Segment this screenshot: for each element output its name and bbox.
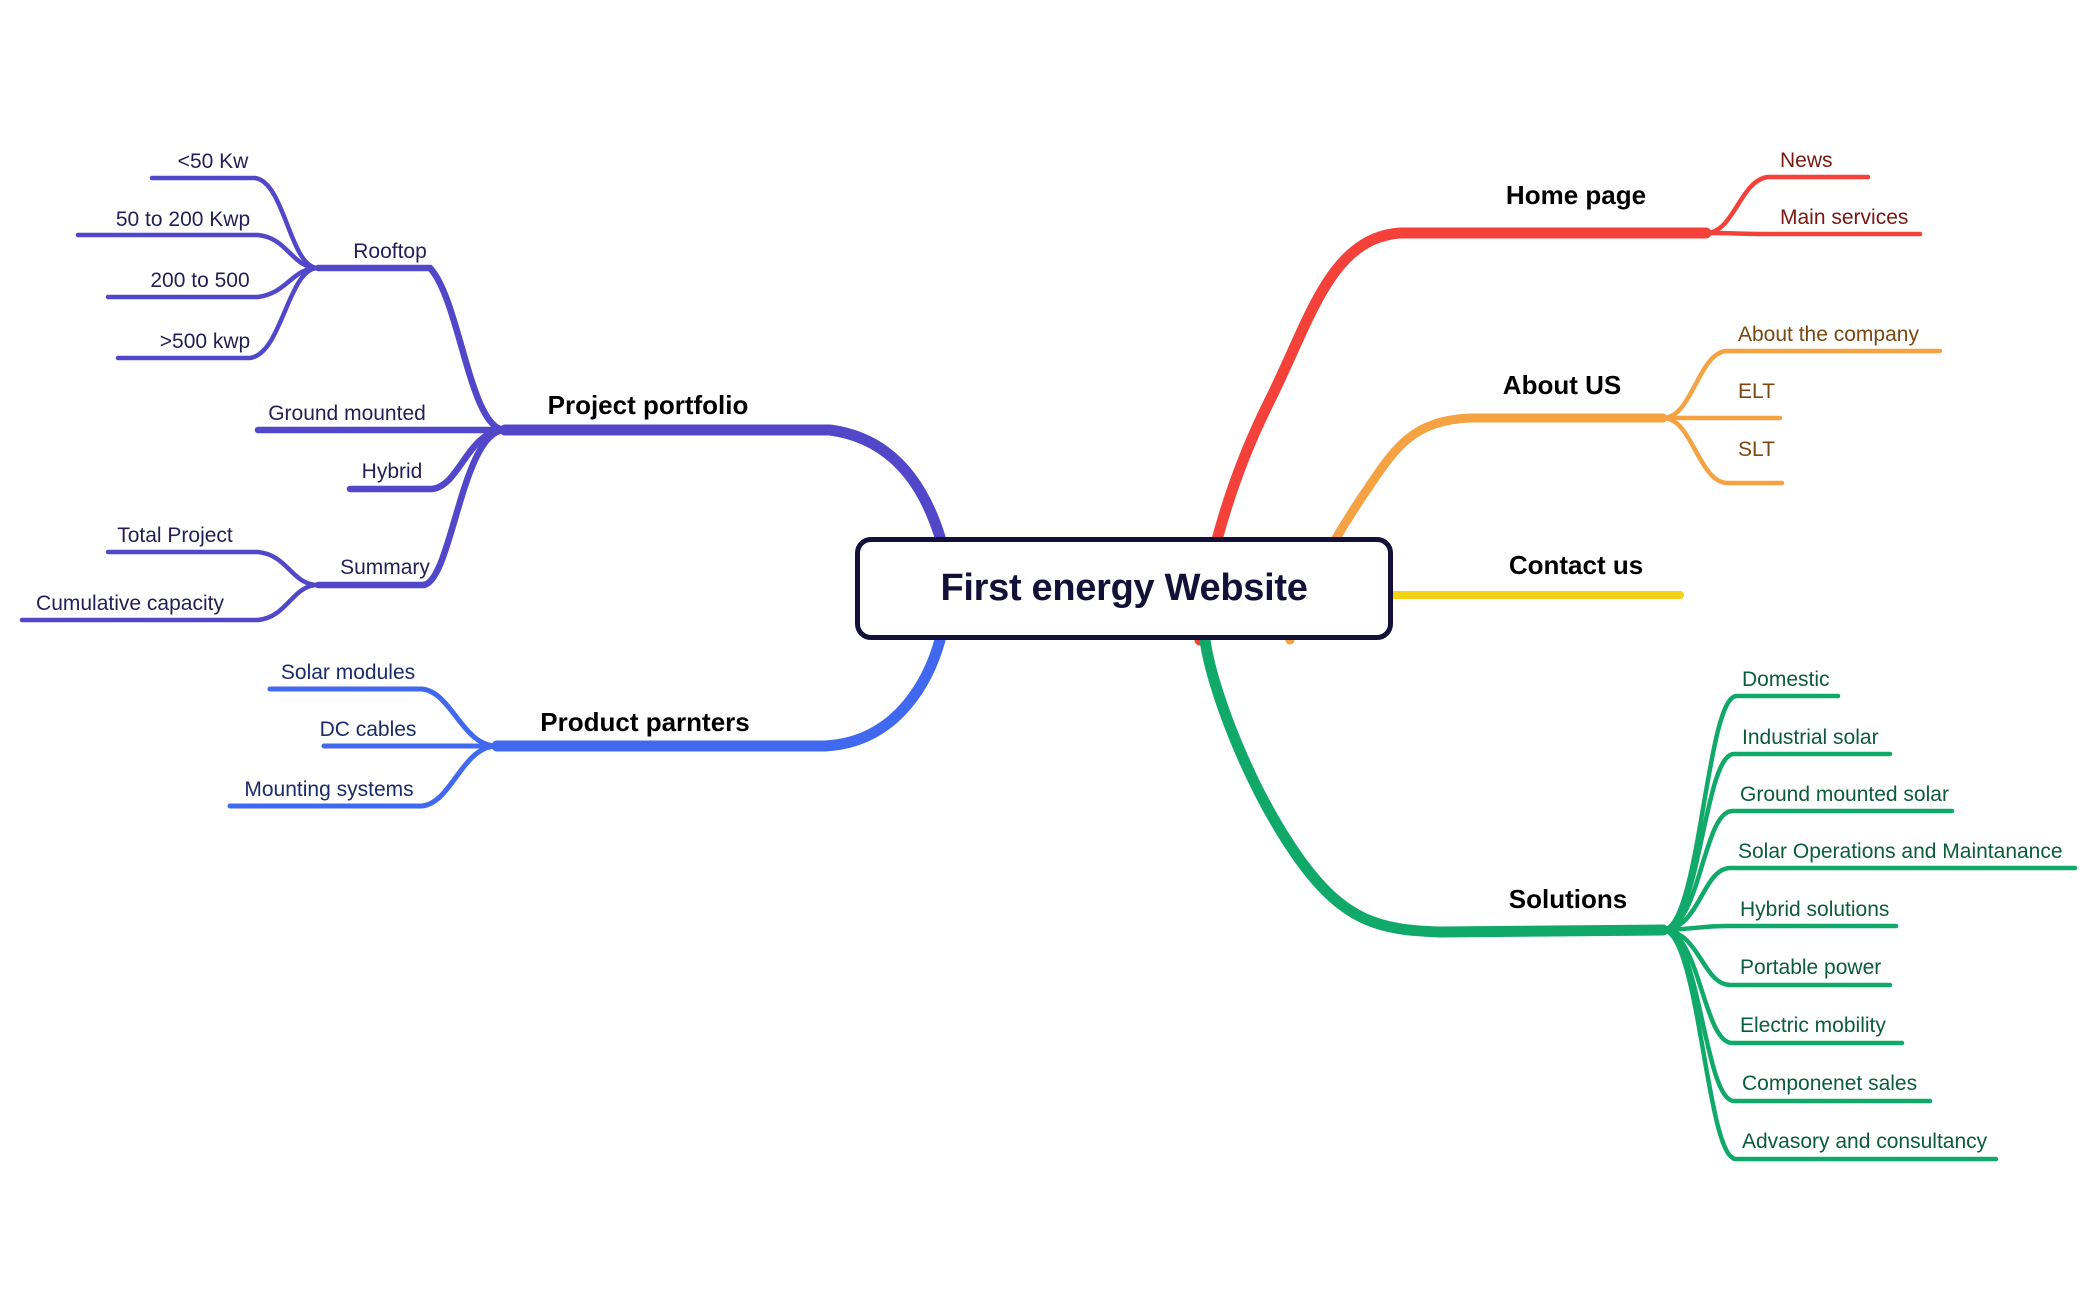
node-label-solar-operations[interactable]: Solar Operations and Maintanance: [1738, 840, 2063, 863]
node-label-summary[interactable]: Summary: [340, 556, 430, 579]
node-label-main-services[interactable]: Main services: [1780, 206, 1909, 229]
node-label-about-the-company[interactable]: About the company: [1738, 323, 1919, 346]
node-label-ground-mounted[interactable]: Ground mounted: [268, 402, 426, 425]
node-label-portable-power[interactable]: Portable power: [1740, 956, 1882, 979]
branch-wire-product-partners: [227, 634, 946, 809]
node-label-elt[interactable]: ELT: [1738, 380, 1775, 403]
node-label-advisory[interactable]: Advasory and consultancy: [1742, 1130, 1988, 1153]
branch-label-about-us[interactable]: About US: [1502, 370, 1622, 400]
node-label-kw-50-200[interactable]: 50 to 200 Kwp: [115, 208, 251, 231]
node-label-kw-200-500[interactable]: 200 to 500: [150, 269, 250, 292]
branch-label-contact-us[interactable]: Contact us: [1508, 550, 1644, 580]
node-label-domestic[interactable]: Domestic: [1742, 668, 1830, 691]
root-node[interactable]: First energy Website: [855, 537, 1393, 640]
node-label-rooftop[interactable]: Rooftop: [353, 240, 427, 263]
node-label-cumulative-capacity[interactable]: Cumulative capacity: [36, 592, 224, 615]
branch-wire-solutions: [1199, 634, 2078, 1162]
node-label-dc-cables[interactable]: DC cables: [319, 718, 417, 741]
node-label-slt[interactable]: SLT: [1738, 438, 1775, 461]
branch-label-project-portfolio[interactable]: Project portfolio: [547, 390, 749, 420]
root-node-label: First energy Website: [940, 567, 1308, 609]
node-label-component-sales[interactable]: Componenet sales: [1742, 1072, 1918, 1095]
branch-wire-project-portfolio: [19, 175, 946, 623]
node-label-solar-modules[interactable]: Solar modules: [280, 661, 416, 684]
node-label-kw-lt50[interactable]: <50 Kw: [177, 150, 249, 173]
node-label-electric-mobility[interactable]: Electric mobility: [1740, 1014, 1886, 1037]
node-label-total-project[interactable]: Total Project: [117, 524, 233, 547]
node-label-hybrid[interactable]: Hybrid: [361, 460, 423, 483]
node-label-kw-gt500[interactable]: >500 kwp: [159, 330, 251, 353]
node-label-ground-mounted-solar[interactable]: Ground mounted solar: [1740, 783, 1949, 806]
node-label-news[interactable]: News: [1780, 149, 1833, 172]
node-label-hybrid-solutions[interactable]: Hybrid solutions: [1740, 898, 1890, 921]
branch-label-product-partners[interactable]: Product parnters: [540, 707, 750, 737]
node-label-mounting-systems[interactable]: Mounting systems: [244, 778, 414, 801]
node-label-industrial-solar[interactable]: Industrial solar: [1742, 726, 1879, 749]
branch-label-home-page[interactable]: Home page: [1505, 180, 1647, 210]
branch-label-solutions[interactable]: Solutions: [1508, 884, 1628, 914]
